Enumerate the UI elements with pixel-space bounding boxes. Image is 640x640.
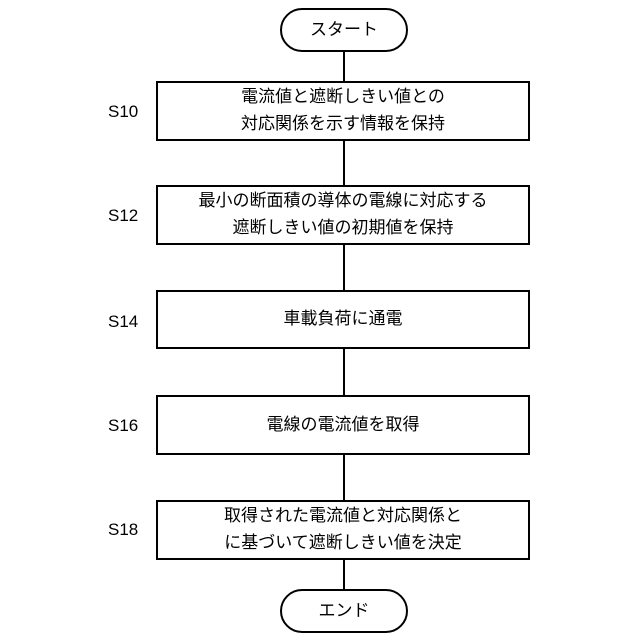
connector [343,560,345,589]
step-id-s10: S10 [108,103,138,120]
connector [343,141,345,185]
connector [343,455,345,500]
process-box-s14: 車載負荷に通電 [156,290,530,349]
step-text-line: 遮断しきい値の初期値を保持 [233,215,454,242]
step-text-line: 対応関係を示す情報を保持 [241,111,445,138]
step-text-line: 電流値と遮断しきい値との [241,84,445,111]
process-box-s10: 電流値と遮断しきい値との 対応関係を示す情報を保持 [156,81,530,141]
end-label: エンド [319,603,370,620]
step-id-s16: S16 [108,417,138,434]
connector [343,349,345,395]
step-text-line: に基づいて遮断しきい値を決定 [224,530,462,557]
process-box-s18: 取得された電流値と対応関係と に基づいて遮断しきい値を決定 [156,500,530,560]
step-id-s18: S18 [108,521,138,538]
start-terminal: スタート [280,8,408,52]
connector [343,245,345,290]
step-id-s12: S12 [108,207,138,224]
step-text-line: 最小の断面積の導体の電線に対応する [199,188,488,215]
step-text-line: 車載負荷に通電 [284,306,403,333]
process-box-s16: 電線の電流値を取得 [156,395,530,455]
end-terminal: エンド [280,589,408,633]
step-text-line: 取得された電流値と対応関係と [224,503,462,530]
start-label: スタート [310,22,378,39]
connector [343,52,345,81]
process-box-s12: 最小の断面積の導体の電線に対応する 遮断しきい値の初期値を保持 [156,185,530,245]
step-id-s14: S14 [108,313,138,330]
step-text-line: 電線の電流値を取得 [267,412,420,439]
